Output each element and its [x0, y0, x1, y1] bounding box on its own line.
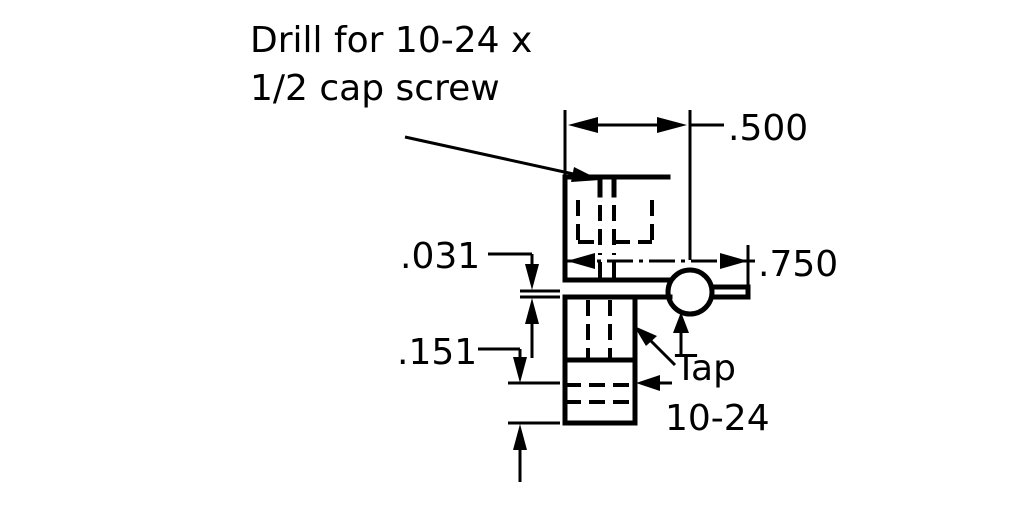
dim-151: [478, 324, 560, 482]
drill-callout-line1: Drill for 10-24 x: [250, 20, 532, 61]
tap-callout-line1: Tap: [674, 348, 736, 389]
dim-151-label: .151: [397, 332, 477, 373]
tap-leaders: [634, 312, 689, 391]
dim-500: [563, 110, 724, 260]
clamp-bar: [562, 267, 751, 317]
bore-circle: [665, 267, 715, 317]
tap-callout-line2: 10-24: [665, 398, 770, 439]
dim-500-label: .500: [728, 108, 808, 149]
dim-031-label: .031: [400, 236, 480, 277]
dim-031: [488, 252, 560, 324]
dim-750: [567, 245, 750, 285]
lower-block: [562, 294, 638, 426]
dim-750-label: .750: [758, 244, 838, 285]
drill-callout-line2: 1/2 cap screw: [250, 68, 500, 109]
